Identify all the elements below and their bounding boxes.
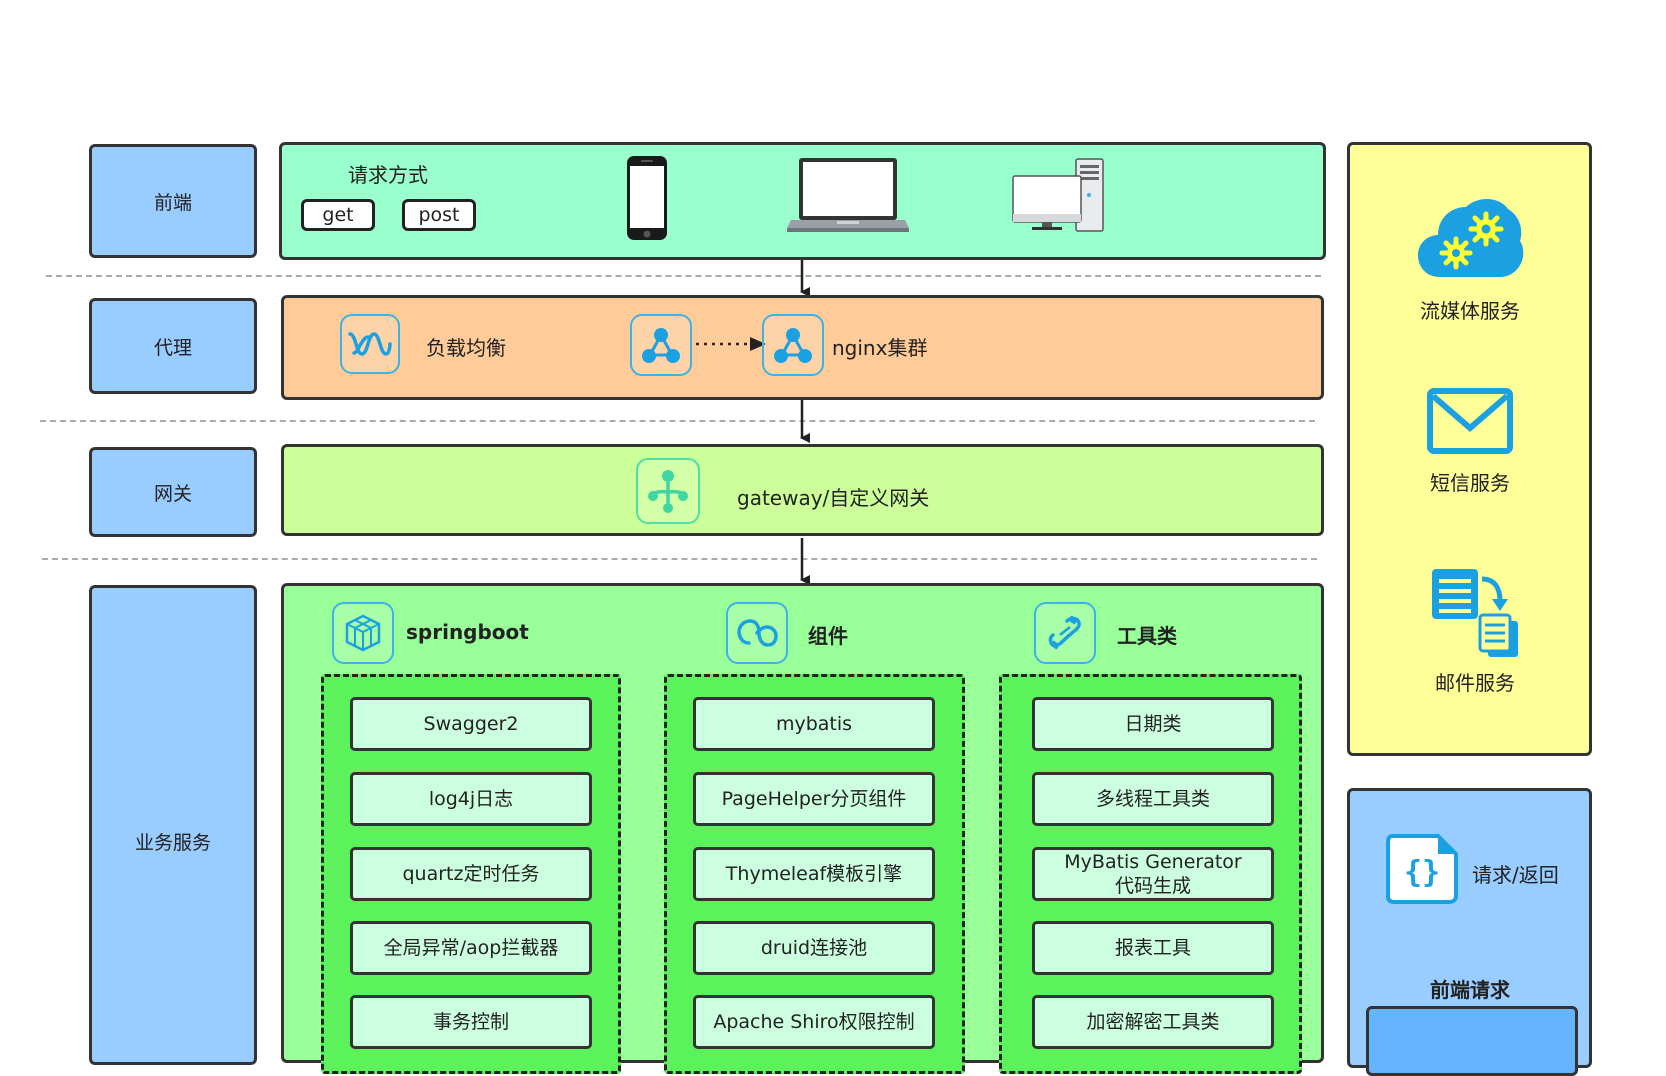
sms-service-label: 短信服务 [1430,471,1510,495]
item-global-exception: 全局异常/aop拦截器 [350,921,592,975]
method-get: get [301,199,375,231]
nginx-node-icon-2 [762,314,824,376]
item-swagger2: Swagger2 [350,697,592,751]
separator-3 [42,558,1317,560]
item-multithread: 多线程工具类 [1032,772,1274,826]
proxy-band: 负载均衡 nginx集群 [281,295,1324,400]
request-method-label: 请求方式 [348,163,428,187]
load-balance-label: 负载均衡 [426,336,506,360]
business-band: springboot 组件 工具类 Swagger2 log4j日志 quart… [281,583,1324,1074]
gateway-label: gateway/自定义网关 [737,486,930,510]
gateway-icon [636,458,700,524]
item-report: 报表工具 [1032,921,1274,975]
frontend-request-title: 前端请求 [1430,978,1510,1002]
mail-service-label: 邮件服务 [1435,671,1515,695]
layer-label-gateway: 网关 [89,447,257,537]
frontend-request-box [1366,1006,1578,1076]
item-druid: druid连接池 [693,921,935,975]
layer-label-frontend-text: 前端 [153,191,192,214]
gateway-band: gateway/自定义网关 [281,444,1324,536]
nginx-node-icon-1 [630,314,692,376]
json-braces-icon: {} [1386,834,1458,904]
item-date: 日期类 [1032,697,1274,751]
desktop-computer-icon [1012,158,1104,232]
method-post: post [402,199,476,231]
column-title-springboot: springboot [406,620,529,644]
streaming-service-label: 流媒体服务 [1420,299,1520,323]
svg-text:{}: {} [1404,855,1440,890]
mail-envelope-icon [1427,388,1513,454]
item-quartz: quartz定时任务 [350,847,592,901]
layer-label-proxy: 代理 [89,298,257,394]
dotted-arrow [696,337,766,351]
load-balance-icon [340,314,400,374]
side-request-panel: {} 请求/返回 前端请求 [1347,788,1592,1076]
column-title-components: 组件 [808,624,848,648]
layer-label-frontend: 前端 [89,144,257,258]
item-encryption: 加密解密工具类 [1032,995,1274,1049]
nginx-label: nginx集群 [832,336,928,360]
layer-arrows [800,260,810,585]
item-thymeleaf: Thymeleaf模板引擎 [693,847,935,901]
request-response-label: 请求/返回 [1472,863,1559,887]
layer-label-business-text: 业务服务 [134,832,211,854]
component-icon [726,602,788,664]
streaming-cloud-icon [1418,199,1524,277]
frontend-band: 请求方式 get post [279,142,1326,260]
side-services-panel: 流媒体服务 短信服务 邮件服务 [1347,142,1592,756]
layer-label-gateway-text: 网关 [153,482,192,505]
column-components: mybatis PageHelper分页组件 Thymeleaf模板引擎 dru… [664,674,965,1074]
layer-label-proxy-text: 代理 [153,336,192,359]
column-tools: 日期类 多线程工具类 MyBatis Generator代码生成 报表工具 加密… [999,674,1302,1074]
column-springboot: Swagger2 log4j日志 quartz定时任务 全局异常/aop拦截器 … [321,674,621,1074]
separator-1 [46,275,1321,277]
laptop-icon [787,158,909,232]
mail-documents-icon [1432,569,1518,657]
mobile-phone-icon [627,156,667,240]
springboot-icon [332,602,394,664]
tools-icon [1034,602,1096,664]
item-pagehelper: PageHelper分页组件 [693,772,935,826]
separator-2 [40,420,1315,422]
item-mybatis: mybatis [693,697,935,751]
item-log4j: log4j日志 [350,772,592,826]
column-title-tools: 工具类 [1117,624,1177,648]
item-mybatis-generator: MyBatis Generator代码生成 [1032,847,1274,901]
